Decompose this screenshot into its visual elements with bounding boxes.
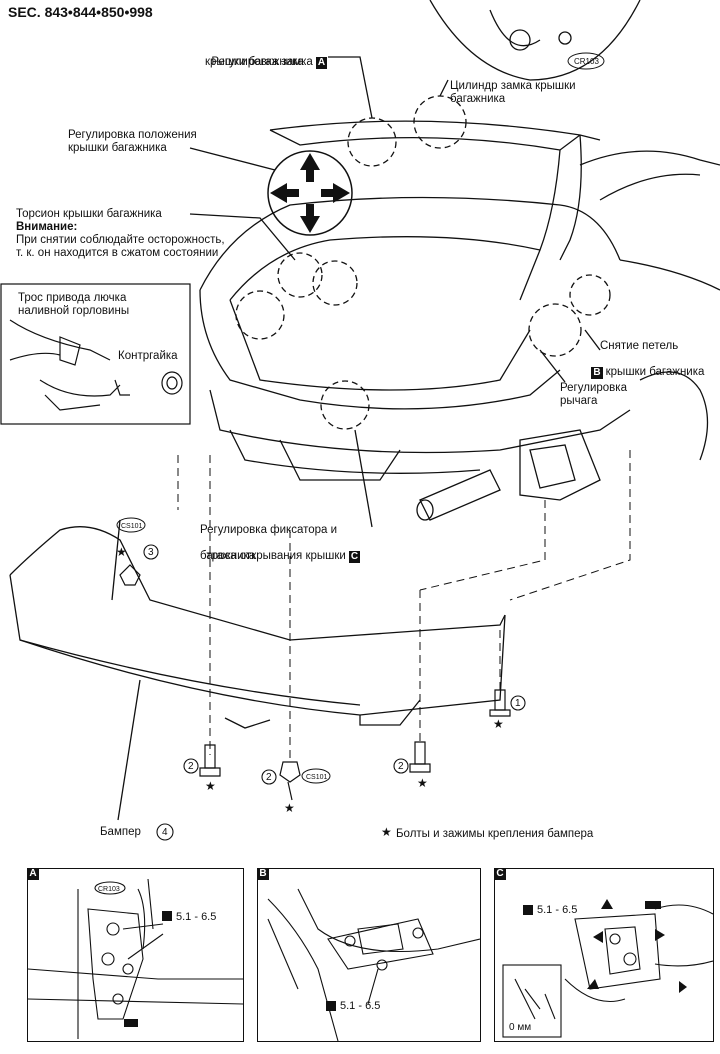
tag-c: C [348, 551, 361, 563]
label-lock-adjust-2: крышки багажника [205, 56, 304, 68]
label-latch-adjust-3: багажника [200, 550, 256, 562]
label-cable: Трос привода лючка [18, 292, 127, 304]
svg-text:★: ★ [284, 801, 295, 815]
panel-a-torque: 5.1 - 6.5 [176, 911, 217, 923]
tag-b: B [591, 367, 603, 379]
label-position-adjust: Регулировка положения [68, 129, 197, 141]
cs101-badge: CS101 [121, 523, 143, 530]
label-bumper-num: 4 [162, 827, 168, 838]
label-caution-2: При снятии соблюдайте осторожность, [16, 234, 225, 246]
panel-b-tag: B [257, 868, 269, 880]
label-locknut: Контргайка [118, 350, 178, 362]
panel-c-tag: C [494, 868, 506, 880]
panel-a-tag: A [27, 868, 39, 880]
label-lever-adjust-2: рычага [560, 395, 598, 407]
label-cable-2: наливной горловины [18, 305, 130, 317]
callout-2-center: 2 [266, 772, 272, 783]
detail-panel-a: A 5.1 - 6.5 CR103 [27, 868, 244, 1042]
tag-a: A [315, 57, 328, 69]
section-code: SEC. 843•844•850•998 [8, 4, 153, 20]
detail-panel-b: B 5.1 - 6.5 [257, 868, 481, 1042]
svg-text:★: ★ [205, 779, 216, 793]
label-cylinder: Цилиндр замка крышки [450, 80, 576, 92]
callout-2-right: 2 [398, 761, 404, 772]
panel-b-drawing [267, 888, 480, 1041]
label-latch-adjust: Регулировка фиксатора и [200, 524, 338, 536]
label-hinge-removal: Снятие петель [600, 340, 679, 352]
panel-c-gap: 0 мм [509, 1022, 532, 1033]
cr103-badge: CR103 [574, 57, 599, 66]
callout-2-left: 2 [188, 761, 194, 772]
detail-panel-c: C 5.1 - 6.5 0 мм [494, 868, 714, 1042]
label-position-adjust-2: крышки багажника [68, 142, 167, 154]
panel-c-torque: 5.1 - 6.5 [537, 904, 578, 916]
label-caution-3: т. к. он находится в сжатом состоянии [16, 247, 219, 259]
svg-text:★: ★ [116, 545, 127, 559]
callout-1: 1 [515, 698, 521, 709]
label-caution: Внимание: [16, 221, 78, 233]
label-lever-adjust: Регулировка [560, 382, 627, 394]
panel-b-torque: 5.1 - 6.5 [340, 1000, 381, 1012]
legend-fasteners: Болты и зажимы крепления бампера [396, 828, 594, 840]
cs101-badge-lower: CS101 [306, 774, 328, 781]
svg-text:★: ★ [417, 776, 428, 790]
panel-a-drawing [28, 878, 243, 1039]
svg-text:★: ★ [493, 717, 504, 731]
label-bumper: Бампер [100, 826, 141, 838]
callout-3: 3 [148, 547, 154, 558]
label-cylinder-2: багажника [450, 93, 506, 105]
svg-text:★: ★ [381, 825, 392, 839]
label-torsion: Торсион крышки багажника [16, 208, 162, 220]
panel-a-code: CR103 [98, 886, 120, 893]
panel-c-drawing [502, 899, 713, 1038]
